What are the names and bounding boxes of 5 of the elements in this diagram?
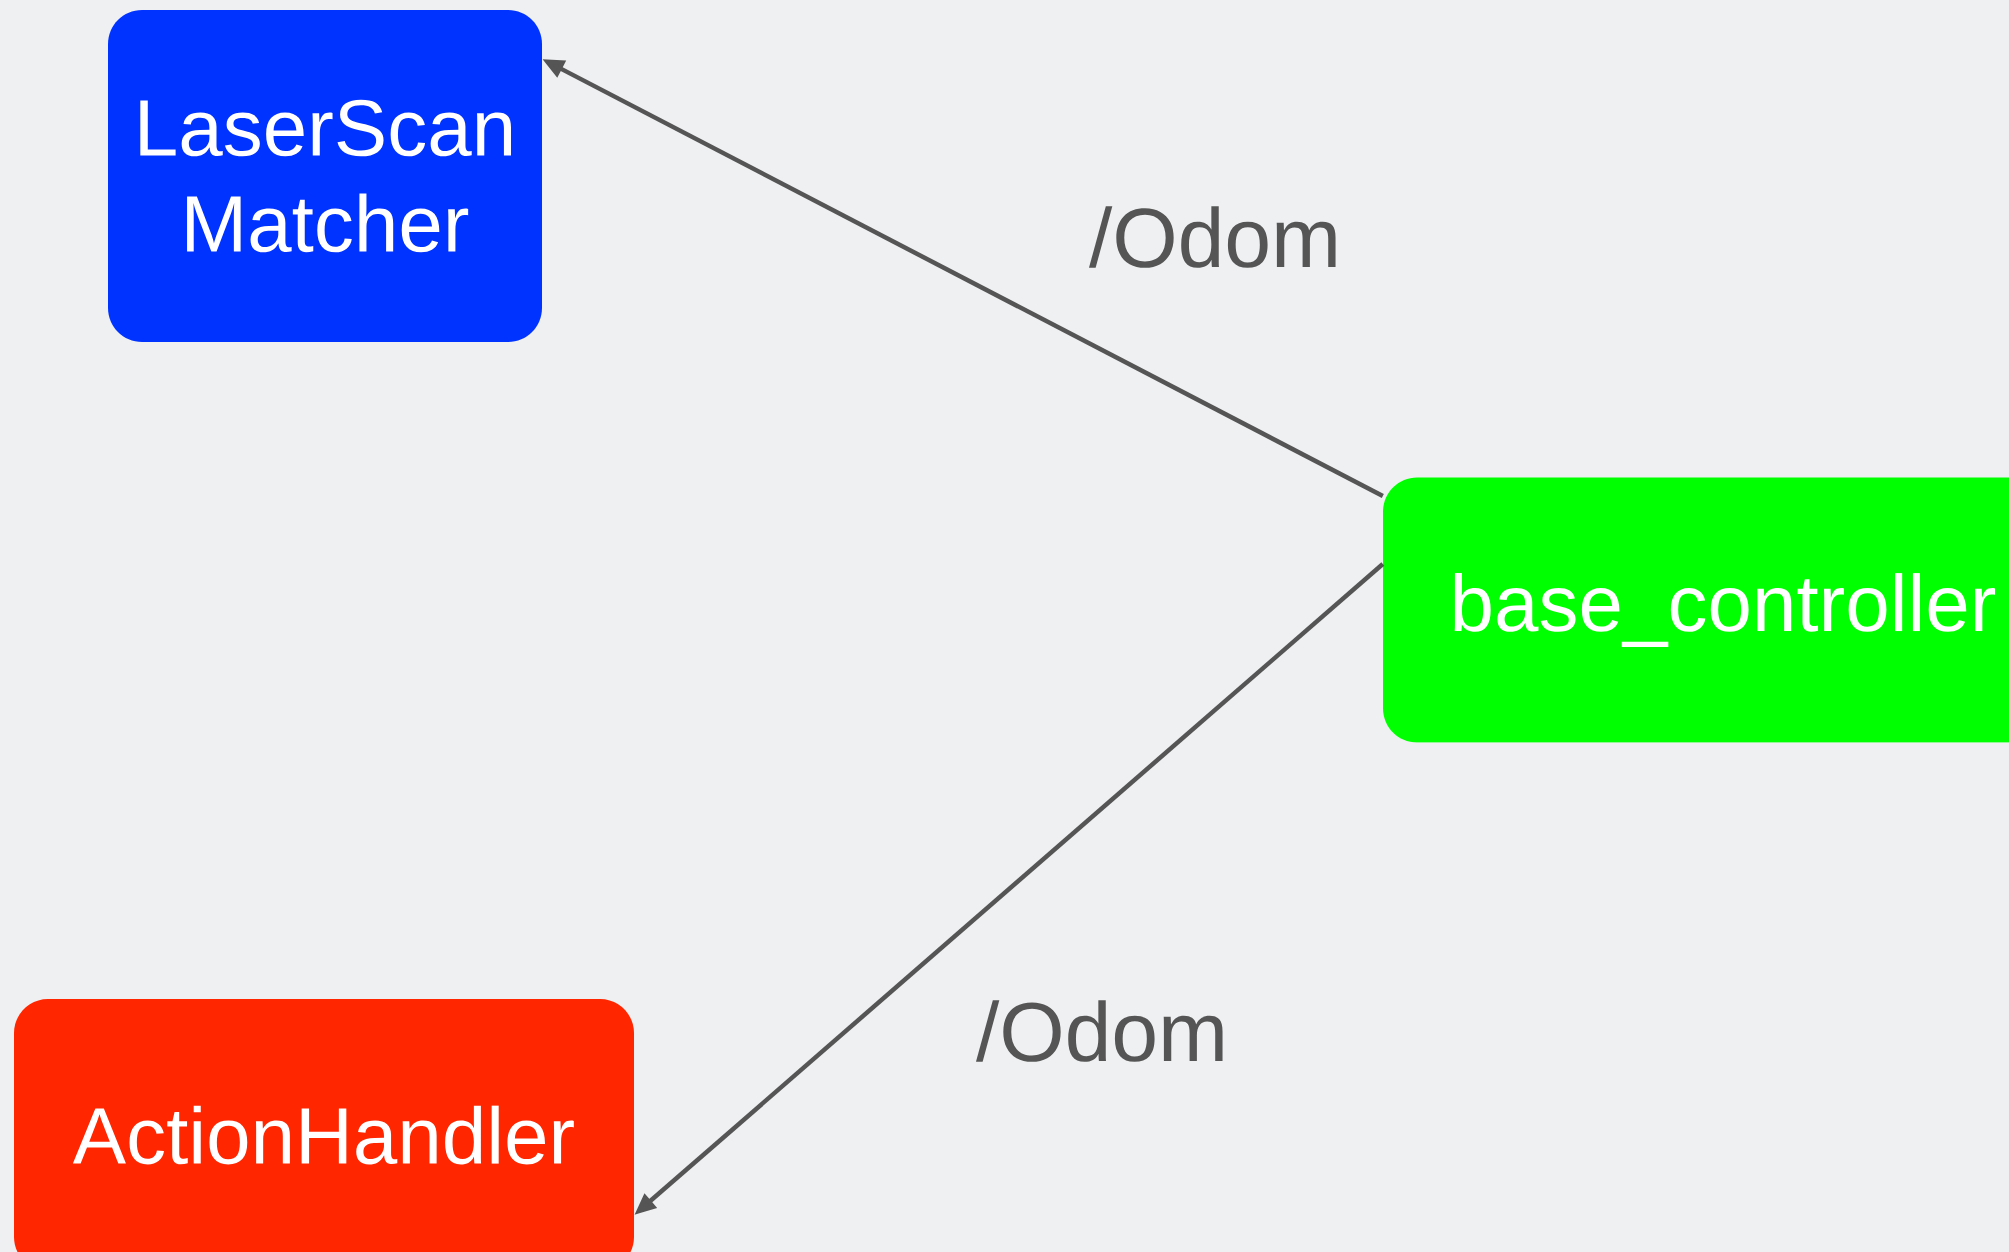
process-box: ActionHandler [14,999,634,1252]
process-box: LaserScan Matcher [108,10,542,342]
edge-label: /Odom [971,996,1233,1066]
process-box: base_controller [1383,477,2009,743]
edge-label: /Odom [1084,202,1346,272]
